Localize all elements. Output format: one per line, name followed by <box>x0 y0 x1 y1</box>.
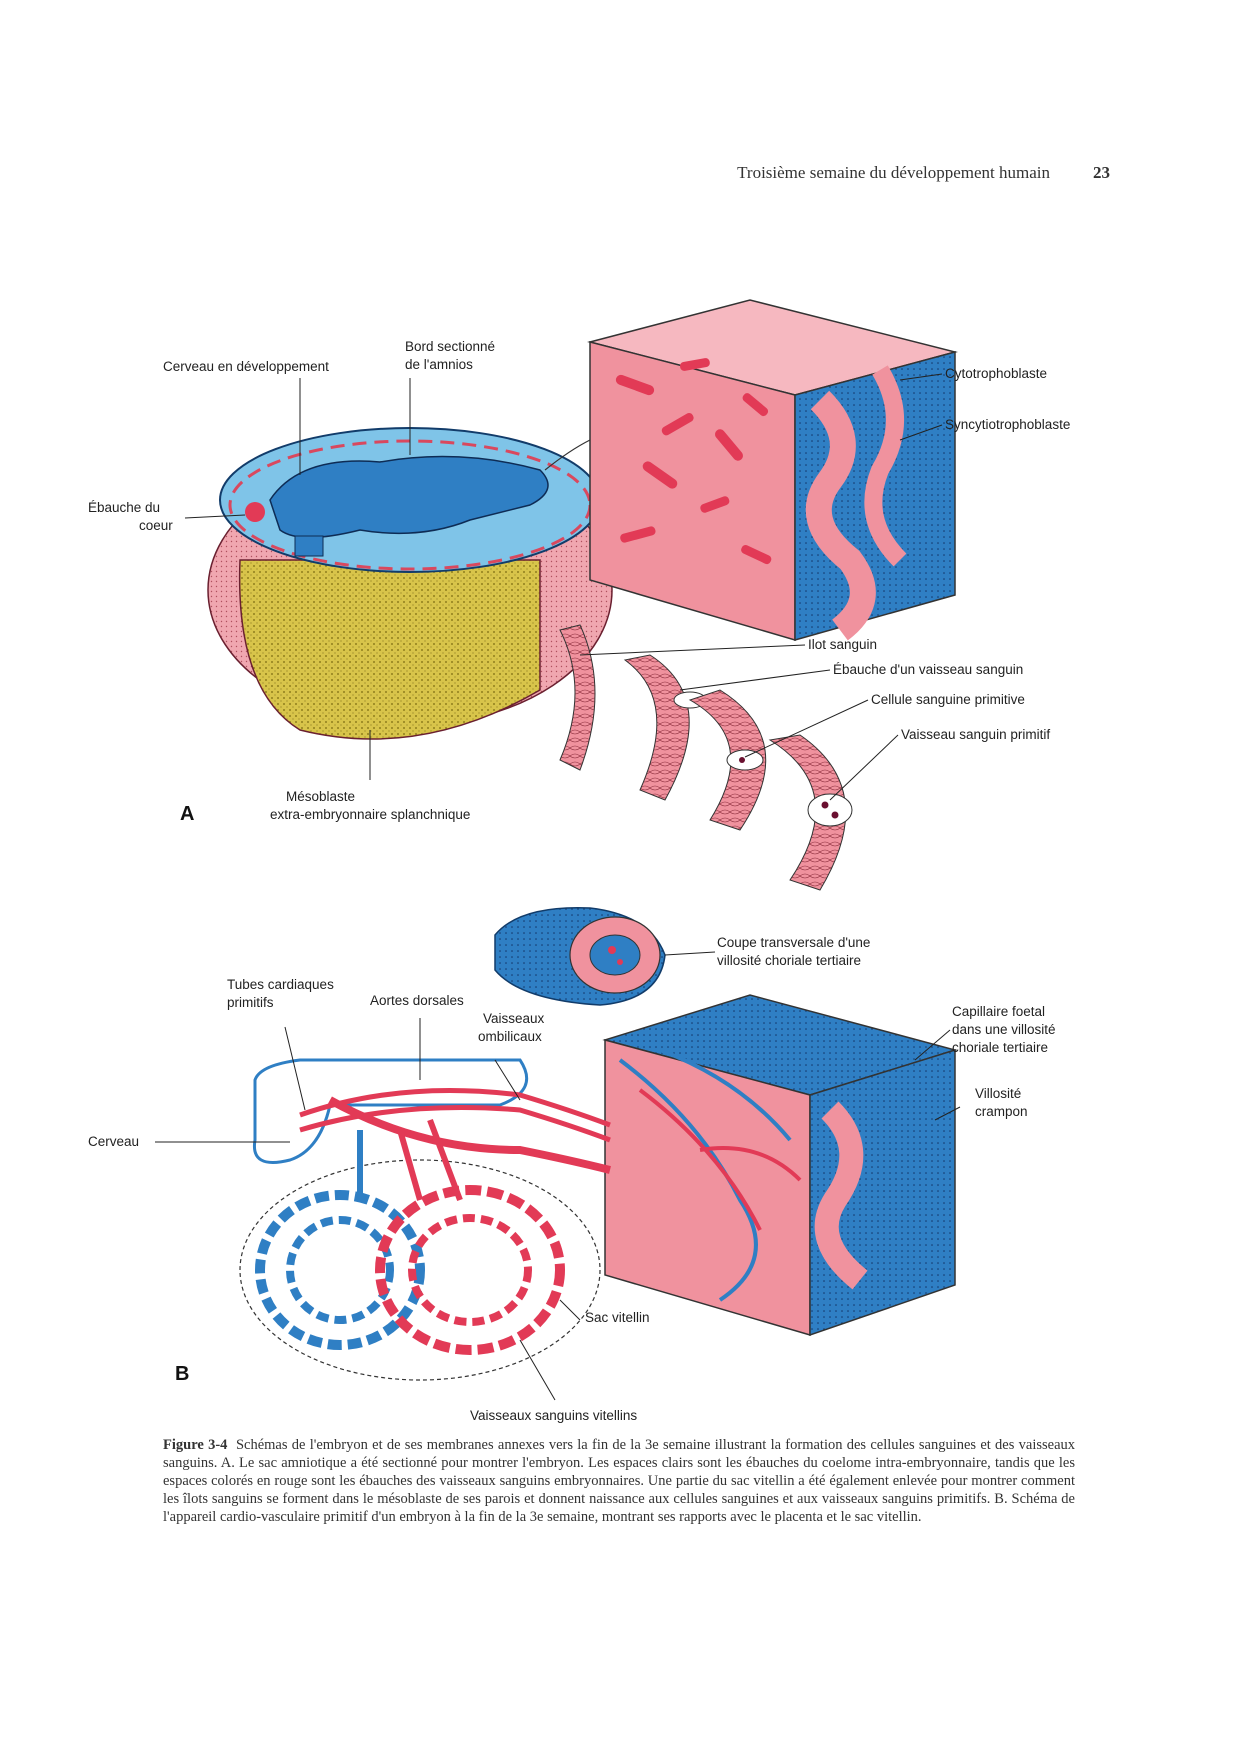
figure-label: Figure 3-4 <box>163 1437 228 1453</box>
vessel-formation-strips <box>559 624 853 891</box>
label-sac-vitellin: Sac vitellin <box>585 1310 650 1325</box>
label-vaisseaux-vitellins: Vaisseaux sanguins vitellins <box>470 1408 637 1423</box>
label-bord-sectionne-1: Bord sectionné <box>405 339 495 354</box>
label-vaisseau-primitif: Vaisseau sanguin primitif <box>901 727 1050 742</box>
label-capillaire-3: choriale tertiaire <box>952 1040 1048 1055</box>
heart-primordium <box>245 502 265 522</box>
label-ebauche-vaisseau: Ébauche d'un vaisseau sanguin <box>833 662 1023 677</box>
panel-letter-b: B <box>175 1363 189 1385</box>
panel-b: Coupe transversale d'une villosité chori… <box>88 906 1056 1423</box>
placenta-cube-a <box>544 299 958 642</box>
caption-text: Schémas de l'embryon et de ses membranes… <box>163 1437 1076 1525</box>
leader-lines-b <box>155 951 961 1401</box>
label-ebauche-coeur-1: Ébauche du <box>88 500 160 515</box>
label-coupe-1: Coupe transversale d'une <box>717 935 870 950</box>
running-title: Troisième semaine du développement humai… <box>737 163 1050 182</box>
label-mesoblaste-2: extra-embryonnaire splanchnique <box>270 807 470 822</box>
panel-a: Cerveau en développement Bord sectionné … <box>88 299 1070 891</box>
label-capillaire-2: dans une villosité <box>952 1022 1056 1037</box>
yolk-sac-cutaway <box>238 559 541 740</box>
embryo-tail <box>294 535 324 557</box>
placenta-cube-b <box>602 994 958 1337</box>
page-number: 23 <box>1093 163 1110 182</box>
label-syncytiotrophoblaste: Syncytiotrophoblaste <box>945 417 1070 432</box>
label-tubes-2: primitifs <box>227 995 274 1010</box>
label-ombilicaux-2: ombilicaux <box>478 1029 542 1044</box>
label-ombilicaux-1: Vaisseaux <box>483 1011 545 1026</box>
leader-lines-a <box>184 373 943 801</box>
label-bord-sectionne-2: de l'amnios <box>405 357 473 372</box>
sac-vitellin <box>239 1118 601 1381</box>
label-aortes-dorsales: Aortes dorsales <box>370 993 464 1008</box>
label-cerveau-developpement: Cerveau en développement <box>163 359 329 374</box>
label-coupe-2: villosité choriale tertiaire <box>717 953 861 968</box>
label-tubes-1: Tubes cardiaques <box>227 977 334 992</box>
embryo <box>269 455 549 539</box>
label-cellule-sanguine: Cellule sanguine primitive <box>871 692 1025 707</box>
aortes-dorsales <box>299 1088 611 1174</box>
label-cerveau: Cerveau <box>88 1134 139 1149</box>
label-mesoblaste-1: Mésoblaste <box>286 789 355 804</box>
embryo-outline <box>252 1058 529 1164</box>
label-capillaire-1: Capillaire foetal <box>952 1004 1045 1019</box>
panel-letter-a: A <box>180 803 194 825</box>
label-crampon-2: crampon <box>975 1104 1028 1119</box>
label-ilot-sanguin: Ilot sanguin <box>808 637 877 652</box>
label-crampon-1: Villosité <box>975 1086 1021 1101</box>
villus-cross-section <box>494 906 666 1006</box>
figure-caption: Figure 3-4 Schémas de l'embryon et de se… <box>163 1436 1075 1526</box>
label-ebauche-coeur-2: coeur <box>139 518 173 533</box>
label-cytotrophoblaste: Cytotrophoblaste <box>945 366 1047 381</box>
